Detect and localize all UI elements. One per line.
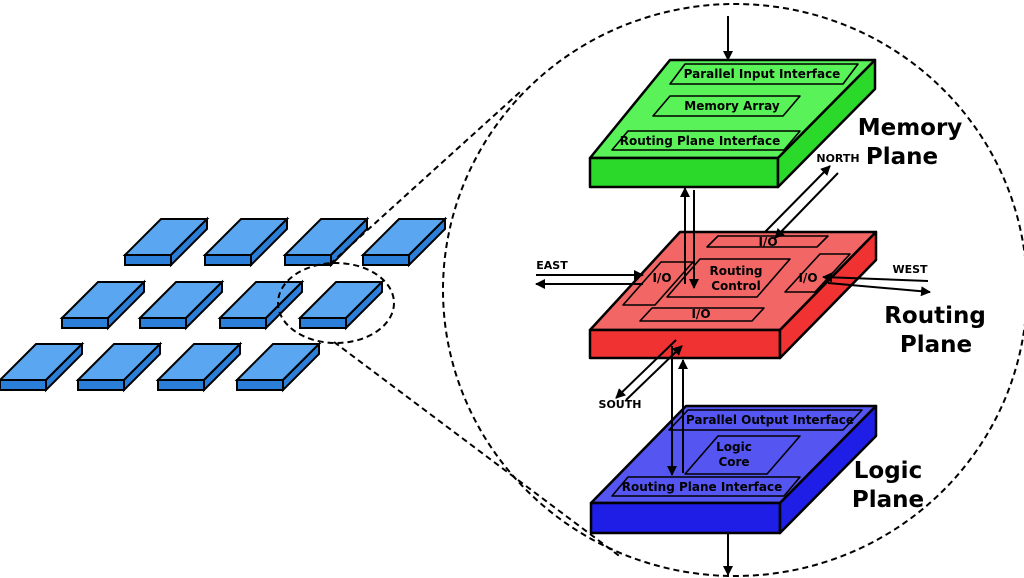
zoom-line-bottom xyxy=(333,341,623,559)
tile-grid xyxy=(0,216,448,393)
logic-plane-side xyxy=(778,404,878,535)
tile-side xyxy=(185,279,223,331)
zoom-line-top xyxy=(329,91,521,265)
routing-plane-title-line1: Routing xyxy=(884,303,986,329)
parallel-output-interface-label: Parallel Output Interface xyxy=(686,413,854,427)
memory-plane-front xyxy=(588,156,780,189)
tile-side xyxy=(45,341,83,393)
tile xyxy=(122,216,210,268)
tile-front xyxy=(124,254,172,266)
tile xyxy=(217,279,305,331)
tile xyxy=(75,341,163,393)
routing-plane-side xyxy=(778,230,878,360)
north-out-arrow xyxy=(764,165,831,233)
io-left-label: I/O xyxy=(652,271,671,285)
logic-plane-title-line2: Plane xyxy=(852,487,924,513)
tile-front xyxy=(157,379,205,391)
tile xyxy=(360,216,448,268)
memory-array-label: Memory Array xyxy=(684,99,780,113)
routing-plane-title-line2: Plane xyxy=(900,332,972,358)
tile-front xyxy=(219,317,267,329)
tile xyxy=(297,279,385,331)
tile-front xyxy=(0,379,47,391)
tile xyxy=(234,341,322,393)
tile xyxy=(282,216,370,268)
tile-side xyxy=(265,279,303,331)
tile xyxy=(59,279,147,331)
tile-side xyxy=(170,216,208,268)
tile-side xyxy=(123,341,161,393)
tile-front xyxy=(77,379,125,391)
io-top-label: I/O xyxy=(758,235,777,249)
west-out-arrow xyxy=(827,282,931,297)
logic-plane: Parallel Output Interface Logic Core Rou… xyxy=(589,404,924,535)
io-right-label: I/O xyxy=(798,271,817,285)
memory-plane-title-line1: Memory xyxy=(858,115,963,141)
tile-front xyxy=(299,317,347,329)
logic-routing-interface-box xyxy=(611,476,801,497)
memory-routing-interface-label: Routing Plane Interface xyxy=(620,134,780,148)
tile-side xyxy=(345,279,383,331)
parallel-input-interface-label: Parallel Input Interface xyxy=(684,67,841,81)
logic-plane-title-line1: Logic xyxy=(854,458,922,484)
tile-front xyxy=(61,317,109,329)
parallel-input-interface-box xyxy=(669,63,859,85)
tile-side xyxy=(330,216,368,268)
tile-side xyxy=(408,216,446,268)
logic-core-box xyxy=(684,435,801,475)
tile-front xyxy=(139,317,187,329)
memory-array-box xyxy=(652,95,801,117)
memory-routing-interface-box xyxy=(611,130,801,151)
parallel-output-interface-box xyxy=(668,409,863,431)
routing-plane: I/O I/O I/O I/O Routing Control Routing … xyxy=(588,230,986,360)
zoom-connector xyxy=(277,3,1024,577)
selection-ellipse xyxy=(277,262,395,344)
memory-plane: Parallel Input Interface Memory Array Ro… xyxy=(588,58,963,189)
tile-front xyxy=(236,379,284,391)
west-in-arrow xyxy=(822,272,929,283)
tile-front xyxy=(362,254,410,266)
tile xyxy=(0,341,85,393)
tile-side xyxy=(250,216,288,268)
logic-routing-interface-label: Routing Plane Interface xyxy=(622,480,782,494)
tile xyxy=(202,216,290,268)
tile xyxy=(137,279,225,331)
memory-plane-side xyxy=(776,58,877,189)
logic-core-label-line2: Core xyxy=(718,455,749,469)
east-label: EAST xyxy=(536,259,568,272)
tile-side xyxy=(107,279,145,331)
io-bottom-label: I/O xyxy=(691,307,710,321)
routing-control-label-line2: Control xyxy=(711,279,761,293)
routing-plane-front xyxy=(588,328,782,360)
tile-side xyxy=(282,341,320,393)
south-label: SOUTH xyxy=(599,398,642,411)
io-right-box xyxy=(784,253,851,293)
west-label: WEST xyxy=(892,263,928,276)
tile xyxy=(155,341,243,393)
arrows xyxy=(535,16,931,576)
tile-side xyxy=(203,341,241,393)
io-bottom-box xyxy=(639,307,765,322)
north-in-arrow xyxy=(774,172,839,239)
tile-front xyxy=(204,254,252,266)
south-out-arrow xyxy=(615,339,677,399)
logic-plane-front xyxy=(589,501,782,535)
io-top-box xyxy=(706,235,829,248)
zoom-circle xyxy=(442,3,1024,577)
logic-core-label-line1: Logic xyxy=(716,440,752,454)
memory-plane-title-line2: Plane xyxy=(866,144,938,170)
routing-control-box xyxy=(666,258,791,298)
routing-control-label-line1: Routing xyxy=(709,264,762,278)
south-in-arrow xyxy=(625,345,683,401)
north-label: NORTH xyxy=(816,152,859,165)
